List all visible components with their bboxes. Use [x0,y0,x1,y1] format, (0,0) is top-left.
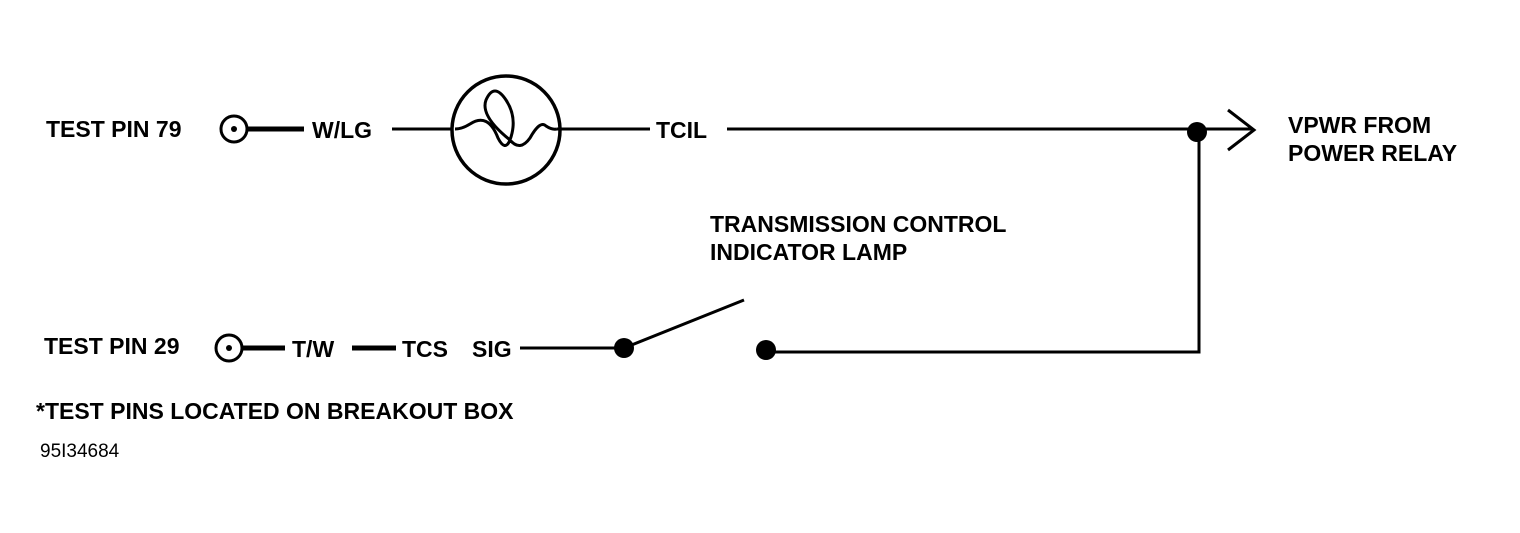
test-pin-79-terminal-icon [219,114,249,144]
circuit-tcil-label: TCIL [656,117,707,143]
vpwr-label-line2: POWER RELAY [1288,140,1457,166]
vpwr-label-line1: VPWR FROM [1288,112,1431,138]
figure-id: 95I34684 [40,441,120,462]
test-pin-29-label: TEST PIN 29 [44,333,179,359]
indicator-lamp-icon [450,74,562,186]
circuit-tcs-label: TCS [402,336,448,362]
wire-color-w-lg: W/LG [312,117,372,143]
arrow-right-icon [1227,108,1257,152]
wire-color-t-w: T/W [292,336,334,362]
footnote: *TEST PINS LOCATED ON BREAKOUT BOX [36,398,514,424]
switch-icon [614,298,776,360]
wire-junction-to-switch [766,132,1201,354]
test-pin-29-terminal-icon [214,333,244,363]
test-pin-79-label: TEST PIN 79 [46,116,181,142]
lamp-caption-line1: TRANSMISSION CONTROL [710,211,1006,237]
signal-sig-label: SIG [472,336,512,362]
junction-dot [1187,122,1207,142]
lamp-caption-line2: INDICATOR LAMP [710,239,907,265]
